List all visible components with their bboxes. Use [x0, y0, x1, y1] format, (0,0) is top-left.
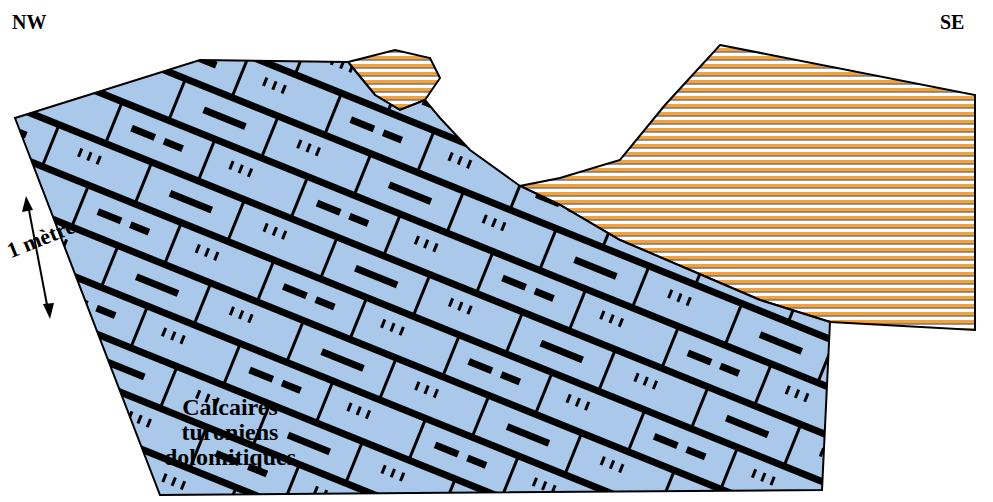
formation-label: Calcaires turoniens dolomitiques	[160, 395, 300, 471]
limestone-block	[15, 60, 830, 495]
compass-label: NW	[12, 12, 46, 33]
compass-label: SE	[940, 12, 964, 33]
scale-arrow	[22, 196, 54, 319]
